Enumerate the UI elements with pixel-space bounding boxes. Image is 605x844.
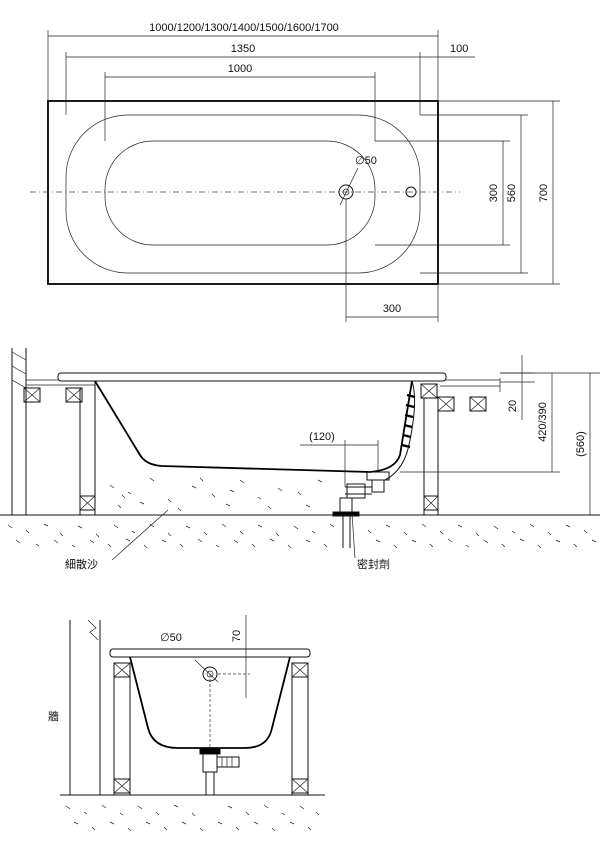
fine-sand-pattern xyxy=(7,477,597,549)
tub-rim-end xyxy=(109,648,311,658)
support-leg-end-right xyxy=(291,662,309,795)
tub-basin-outline xyxy=(104,140,376,246)
tub-rim-outline xyxy=(65,114,421,274)
label-wall: 牆 xyxy=(48,709,59,723)
drain-leader-end xyxy=(194,659,219,683)
dim-offset-120: (120) xyxy=(309,431,335,443)
dim-height-560: (560) xyxy=(575,431,587,457)
support-leg-end-left xyxy=(113,662,131,795)
dim-rim-20: 20 xyxy=(507,400,519,412)
drain-hole-inner xyxy=(342,188,350,196)
dim-300-vertical: 300 xyxy=(488,184,500,202)
overflow-pipe-ribs xyxy=(401,393,416,449)
drain-assembly-side xyxy=(332,471,390,548)
tub-basin-profile xyxy=(94,380,413,473)
dim-height-420-390: 420/390 xyxy=(537,402,549,442)
dim-700-vertical: 700 xyxy=(538,184,550,202)
label-sealant: 密封劑 xyxy=(357,557,390,571)
dim-total-lengths: 1000/1200/1300/1400/1500/1600/1700 xyxy=(149,22,339,34)
dim-560-vertical: 560 xyxy=(506,184,518,202)
wall-break xyxy=(87,619,99,641)
dim-depth-70: 70 xyxy=(231,630,243,642)
dim-100: 100 xyxy=(450,43,468,55)
fine-sand-leader xyxy=(111,509,169,561)
label-fine-sand: 細散沙 xyxy=(65,557,98,571)
fine-sand-pattern-end xyxy=(65,804,320,832)
side-view: 細散沙 密封劑 (120) 20 420/390 (560) xyxy=(0,348,600,571)
wall-break xyxy=(11,351,27,389)
overflow-pipe xyxy=(384,380,416,481)
dim-1000: 1000 xyxy=(228,63,252,75)
top-view: 1000/1200/1300/1400/1500/1600/1700 1350 … xyxy=(30,22,560,322)
end-view: 牆 ∅50 70 xyxy=(48,615,325,832)
overflow-hole xyxy=(405,186,417,198)
support-leg-right xyxy=(420,383,487,515)
dim-1350: 1350 xyxy=(231,43,255,55)
sealant-leader xyxy=(351,513,356,559)
tub-outer-outline xyxy=(47,100,439,285)
tub-rim-side xyxy=(57,372,447,382)
dim-bottom-300: 300 xyxy=(383,303,401,315)
dim-drain-diameter-end: ∅50 xyxy=(160,632,182,644)
drain-leader xyxy=(339,167,359,206)
drain-assembly-end xyxy=(199,747,240,795)
support-leg-left xyxy=(23,381,96,515)
dim-drain-diameter: ∅50 xyxy=(355,155,377,167)
